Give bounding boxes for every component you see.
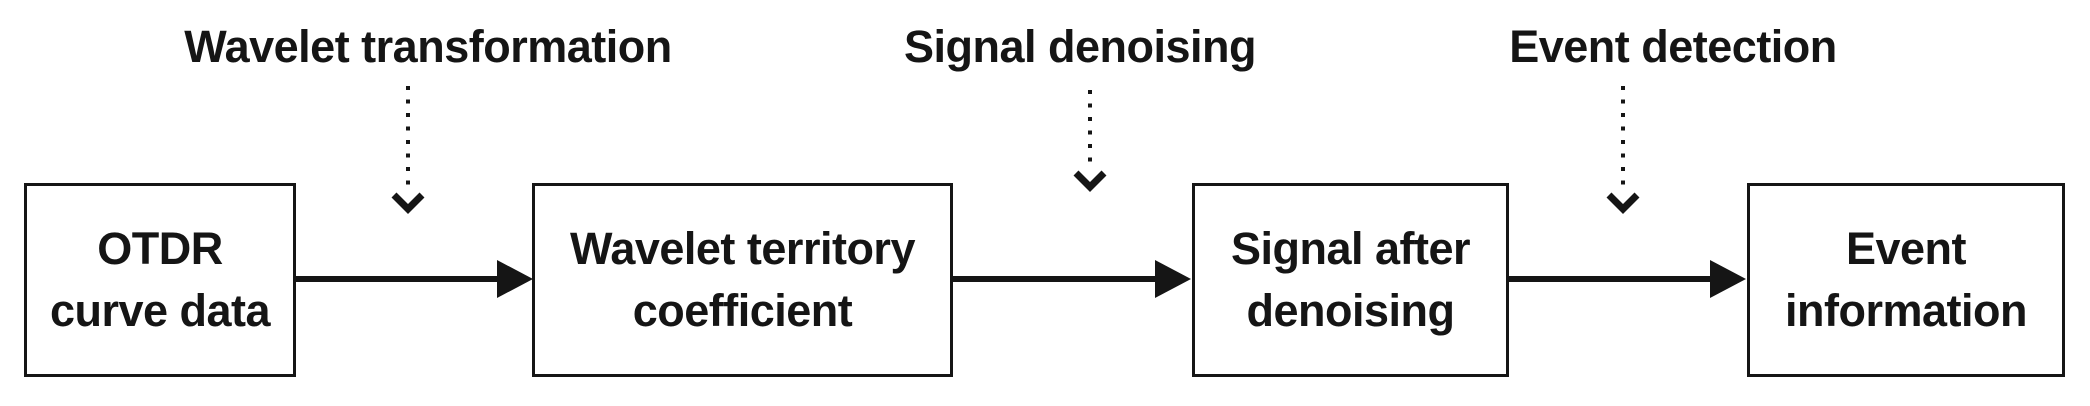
- flow-arrow-icon-2: [953, 260, 1191, 298]
- node-text-line: OTDR: [97, 222, 223, 274]
- node-text-line: Signal after: [1230, 222, 1471, 274]
- node-text-line: coefficient: [632, 285, 853, 336]
- step-label-event-detection: Event detection: [1509, 21, 1837, 72]
- node-text-line: Wavelet territory: [570, 222, 915, 274]
- node-text-line: Event: [1845, 222, 1967, 274]
- node-text-line: information: [1785, 285, 2027, 336]
- node-signal-after-denoising: Signal after denoising: [1192, 183, 1509, 377]
- dotted-down-arrow-icon-wavelet-transformation: [391, 86, 425, 214]
- node-text-line: denoising: [1246, 285, 1456, 336]
- step-label-signal-denoising: Signal denoising: [903, 21, 1257, 72]
- node-wavelet-territory-coefficient: Wavelet territory coefficient: [532, 183, 953, 377]
- step-label-wavelet-transformation: Wavelet transformation: [184, 21, 672, 72]
- dotted-down-arrow-icon-signal-denoising: [1073, 90, 1107, 192]
- node-otdr-curve-data: OTDR curve data: [24, 183, 296, 377]
- dotted-down-arrow-icon-event-detection: [1606, 86, 1640, 214]
- node-event-information: Event information: [1747, 183, 2065, 377]
- flow-arrow-icon-3: [1509, 260, 1746, 298]
- node-text-line: curve data: [49, 285, 271, 336]
- flow-arrow-icon-1: [296, 260, 533, 298]
